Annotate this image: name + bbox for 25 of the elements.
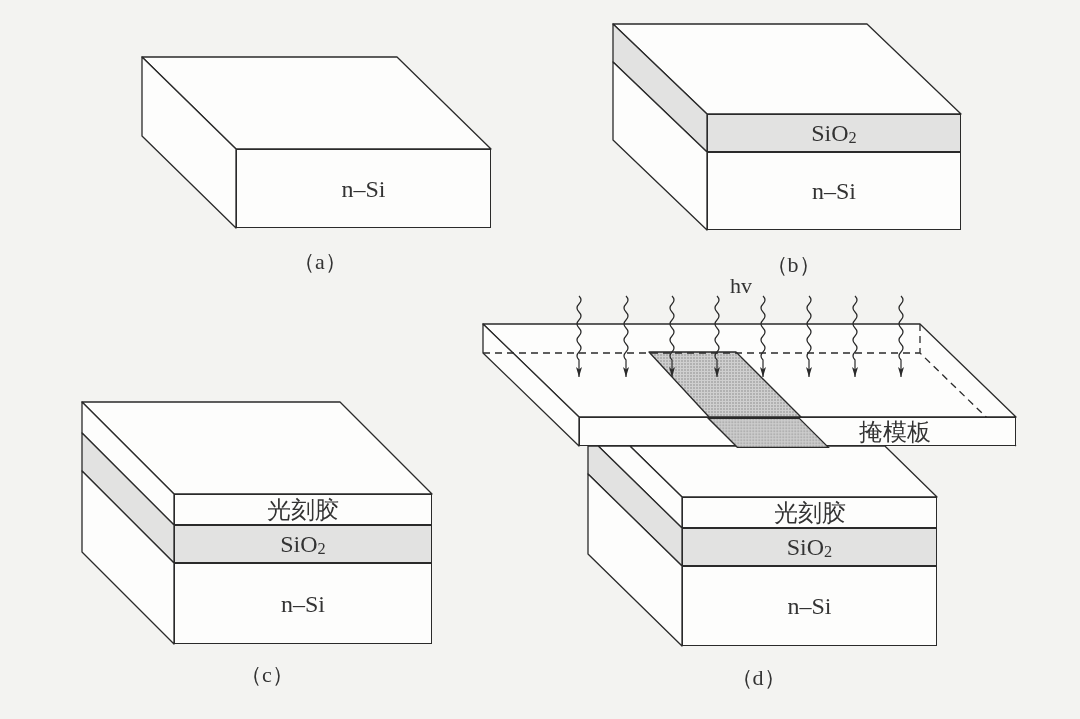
layer-label: SiO$_{2}$ — [280, 532, 326, 556]
light-label: hv — [730, 275, 752, 297]
mask-label: 掩模板 — [859, 419, 931, 444]
photomask-front-face — [579, 417, 1016, 446]
layer-label: n–Si — [787, 594, 832, 618]
oxide-layer — [682, 528, 937, 566]
silicon-substrate-layer — [174, 563, 432, 644]
layer-label: SiO$_{2}$ — [786, 535, 833, 559]
layer-label: n–Si — [281, 591, 325, 616]
subfigure-caption: （b） — [765, 254, 821, 276]
photoresist-layer — [682, 497, 937, 528]
silicon-substrate-layer — [682, 566, 937, 646]
layer-label: n–Si — [812, 179, 856, 203]
layer-label: n–Si — [341, 176, 386, 201]
layer-label: SiO$_{2}$ — [811, 121, 857, 145]
oxide-layer — [174, 525, 432, 563]
subfigure-caption: （d） — [730, 667, 786, 689]
silicon-substrate-layer — [236, 149, 491, 228]
silicon-substrate-layer — [707, 152, 961, 230]
layer-label: 光刻胶 — [773, 500, 846, 525]
layer-label: 光刻胶 — [267, 497, 339, 522]
subfigure-caption: （c） — [240, 664, 294, 686]
oxide-layer — [707, 114, 961, 152]
subfigure-caption: （a） — [293, 251, 347, 273]
photoresist-layer — [174, 494, 432, 525]
